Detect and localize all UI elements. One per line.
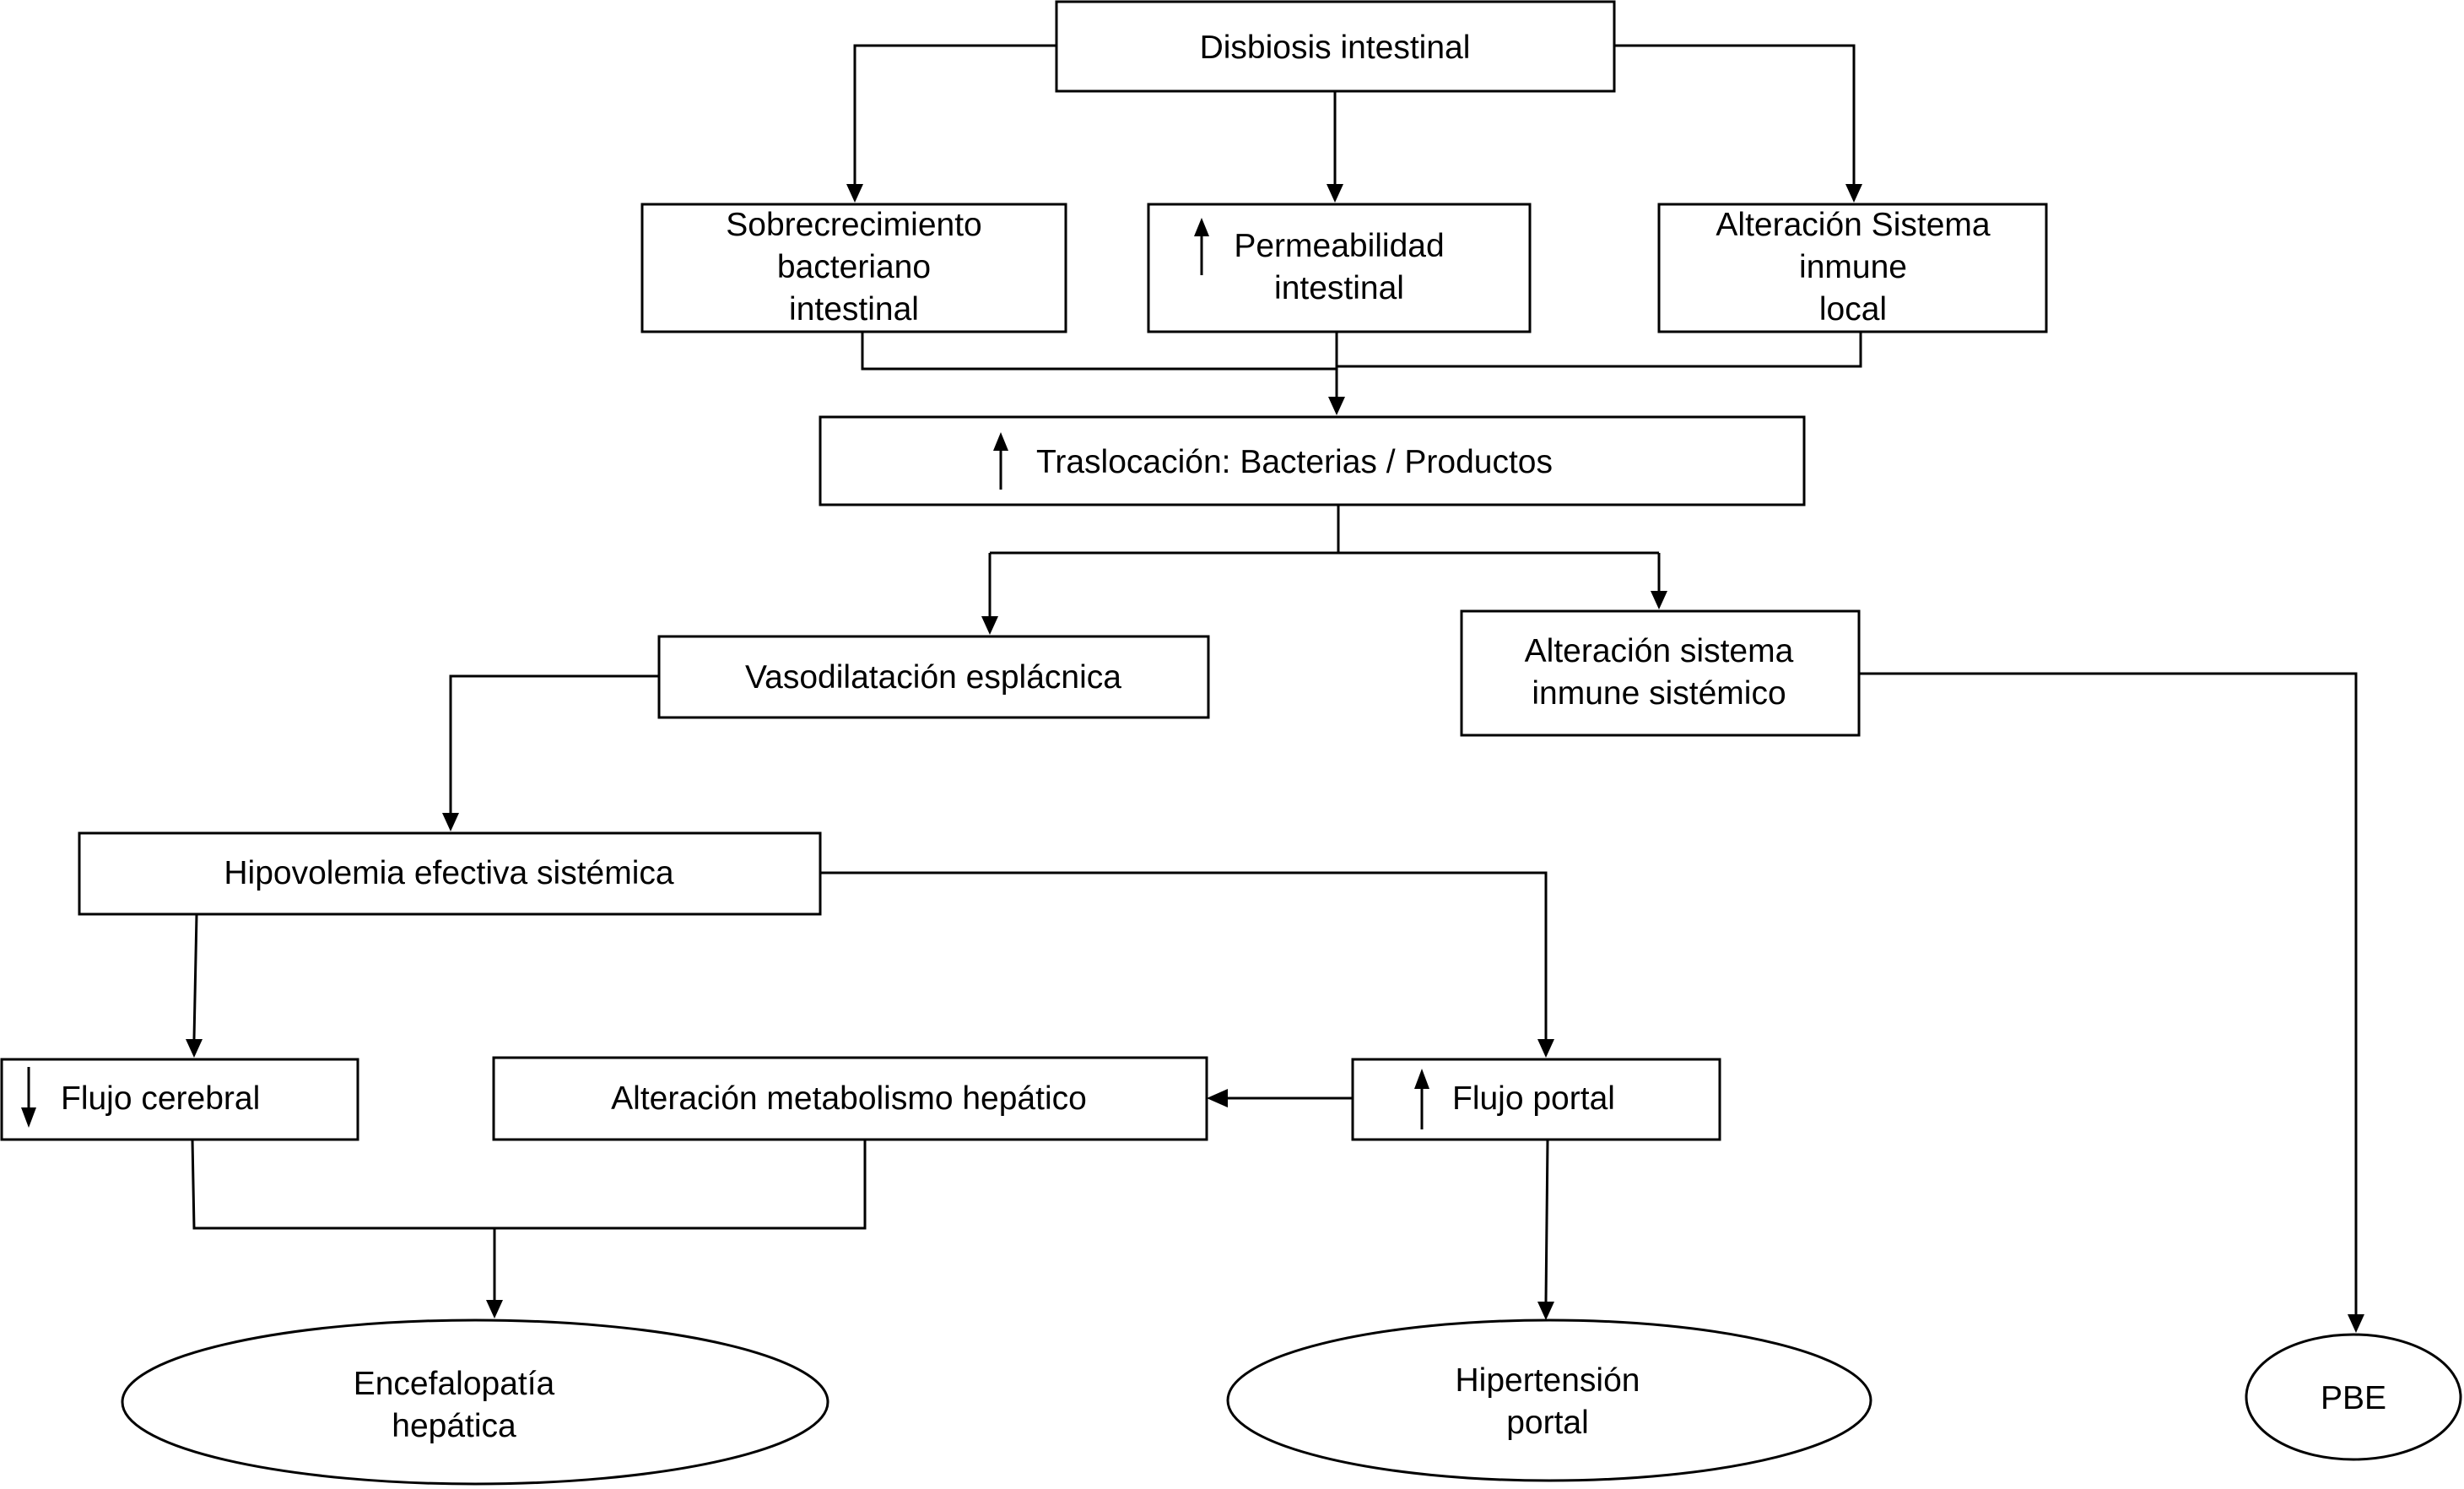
- node-hipovolemia-label: Hipovolemia efectiva sistémica: [224, 855, 674, 891]
- node-disbiosis: Disbiosis intestinal: [1055, 0, 1616, 93]
- node-sobrecrecimiento: Sobrecrecimiento bacteriano intestinal: [640, 203, 1067, 333]
- connector-hipovolemia-to-flujo-cerebral: [192, 913, 198, 1040]
- arrowhead-encefalopatia: [486, 1300, 503, 1318]
- node-encefalopatia-line-1: Encefalopatía: [354, 1366, 555, 1402]
- connector-vasodilatacion-to-hipovolemia: [449, 674, 659, 813]
- node-encefalopatia-line-2: hepática: [392, 1408, 516, 1444]
- arrowhead-sobrecrecimiento: [846, 184, 863, 203]
- node-traslocacion: Traslocación: Bacterias / Productos: [819, 415, 1806, 506]
- arrowhead-vasodilatacion: [981, 616, 998, 635]
- arrowhead-metabolismo: [1207, 1089, 1228, 1107]
- node-pbe: PBE: [2245, 1333, 2462, 1461]
- node-flujo-cerebral-label: Flujo cerebral: [61, 1080, 260, 1117]
- node-sistema-local: Alteración Sistema inmune local: [1657, 203, 2048, 333]
- connector-sobrecrecimiento-merge: [861, 332, 1337, 371]
- arrowhead-permeabilidad: [1327, 184, 1343, 203]
- node-metabolismo: Alteración metabolismo hepático: [492, 1056, 1208, 1141]
- node-flujo-portal: Flujo portal: [1351, 1058, 1721, 1141]
- node-metabolismo-label: Alteración metabolismo hepático: [611, 1080, 1087, 1117]
- connector-disbiosis-to-sistema-local: [1614, 44, 1856, 184]
- node-permeabilidad: Permeabilidad intestinal: [1147, 203, 1532, 333]
- connector-sistema-sistemico-to-pbe: [1859, 672, 2358, 1314]
- node-sistema-sistemico-line-1: Alteración sistema: [1525, 633, 1794, 669]
- up-arrow-icon: [1194, 218, 1209, 275]
- node-hipertension: Hipertensión portal: [1226, 1318, 1872, 1482]
- node-sistema-sistemico-line-2: inmune sistémico: [1532, 675, 1786, 712]
- node-permeabilidad-line-2: intestinal: [1274, 270, 1404, 306]
- arrowhead-pbe: [2348, 1314, 2364, 1333]
- node-sistema-local-line-2: inmune: [1799, 249, 1907, 285]
- node-sistema-local-line-1: Alteración Sistema: [1716, 207, 1990, 243]
- connector-disbiosis-to-sobrecrecimiento: [853, 44, 1056, 184]
- node-hipertension-line-1: Hipertensión: [1456, 1362, 1640, 1399]
- node-hipertension-line-2: portal: [1506, 1405, 1589, 1441]
- node-permeabilidad-line-1: Permeabilidad: [1234, 228, 1444, 264]
- connector-traslocacion-split: [990, 505, 1659, 555]
- node-vasodilatacion: Vasodilatación esplácnica: [657, 635, 1210, 719]
- node-sistema-local-line-3: local: [1819, 291, 1887, 328]
- arrowhead-hipovolemia: [442, 813, 459, 831]
- connector-flujo-cerebral-merge: [191, 1139, 867, 1230]
- arrowhead-sistema-local: [1845, 184, 1862, 203]
- arrowhead-flujo-cerebral: [186, 1039, 203, 1058]
- up-arrow-icon: [993, 432, 1008, 490]
- connector-sistema-local-merge: [1337, 332, 1862, 368]
- connector-hipovolemia-to-flujo-portal: [820, 871, 1548, 1039]
- arrowhead-traslocacion: [1328, 397, 1345, 415]
- node-traslocacion-label: Traslocación: Bacterias / Productos: [1036, 444, 1553, 480]
- up-arrow-icon: [1414, 1069, 1429, 1129]
- node-pbe-label: PBE: [2321, 1380, 2386, 1416]
- node-sobrecrecimiento-line-2: bacteriano: [777, 249, 931, 285]
- connectors: [186, 44, 2364, 1333]
- node-vasodilatacion-label: Vasodilatación esplácnica: [745, 659, 1121, 696]
- arrowhead-flujo-portal: [1537, 1039, 1554, 1058]
- arrowhead-hipertension: [1537, 1302, 1554, 1320]
- node-encefalopatia: Encefalopatía hepática: [121, 1318, 829, 1486]
- node-disbiosis-label: Disbiosis intestinal: [1200, 30, 1471, 66]
- node-sobrecrecimiento-line-1: Sobrecrecimiento: [726, 207, 981, 243]
- node-sobrecrecimiento-line-3: intestinal: [789, 291, 919, 328]
- node-flujo-cerebral: Flujo cerebral: [0, 1058, 359, 1141]
- connector-flujo-portal-to-hipertension: [1544, 1139, 1549, 1302]
- arrowhead-sistema-sistemico: [1651, 591, 1667, 609]
- node-sistema-sistemico: Alteración sistema inmune sistémico: [1460, 609, 1861, 737]
- node-hipovolemia: Hipovolemia efectiva sistémica: [78, 831, 822, 916]
- node-flujo-portal-label: Flujo portal: [1452, 1080, 1615, 1117]
- down-arrow-icon: [21, 1067, 36, 1128]
